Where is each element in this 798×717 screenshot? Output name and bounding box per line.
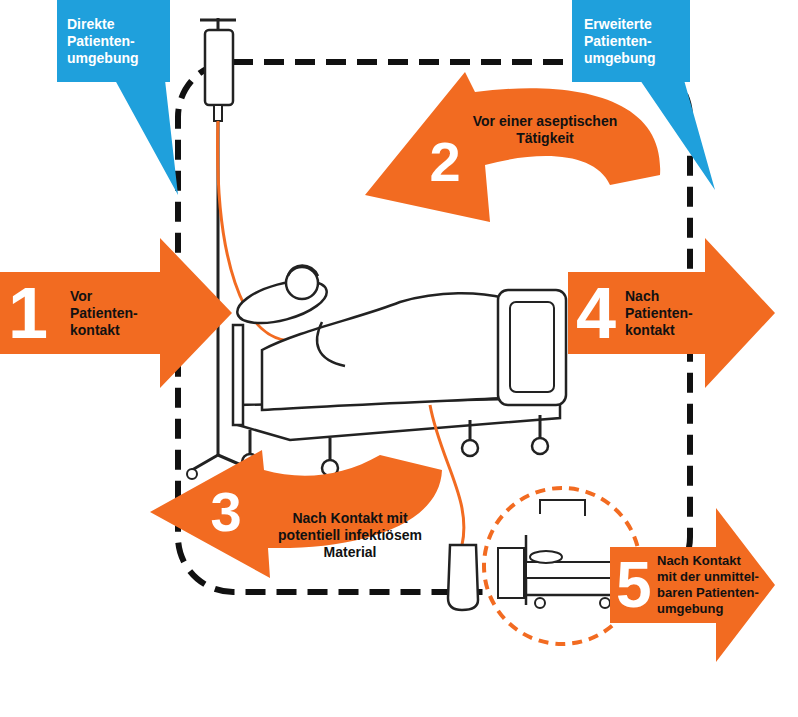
nightstand xyxy=(498,548,524,598)
moment-label: Nach Kontakt mit der unmittel- baren Pat… xyxy=(657,553,761,617)
callout-text: Erweiterte Patienten- umgebung xyxy=(584,16,684,67)
moment-arrow-fill xyxy=(365,72,660,222)
small-bed-base xyxy=(526,594,618,597)
moment-arrow-fill xyxy=(568,238,775,388)
moment-label: Nach Kontakt mit potentiell infektiösem … xyxy=(262,510,438,561)
patient-arm xyxy=(317,322,345,366)
patient-hair xyxy=(288,266,318,277)
wheel xyxy=(462,440,478,456)
small-bed-mattress xyxy=(526,562,618,578)
moment-label: Vor Patienten- kontakt xyxy=(70,288,152,339)
moment-number: 1 xyxy=(8,277,68,349)
bed-headboard xyxy=(233,325,243,425)
blanket xyxy=(262,293,505,410)
moment-arrow-fill xyxy=(0,238,232,388)
footboard-panel xyxy=(510,302,554,392)
moment-arrow-shape xyxy=(365,72,665,222)
zone-callout: Direkte Patienten- umgebung xyxy=(57,0,170,82)
moment-arrow: 1Vor Patienten- kontakt xyxy=(0,238,232,388)
small-pillow xyxy=(530,551,562,563)
moment-arrow: 2Vor einer aseptischen Tätigkeit xyxy=(365,72,665,222)
drip-chamber xyxy=(214,105,222,121)
wheel xyxy=(187,469,197,479)
zone-callout-fill xyxy=(57,0,178,195)
wheel xyxy=(532,438,548,454)
iv-hook xyxy=(200,19,236,22)
moment-arrow-fill xyxy=(610,508,775,662)
bed-footboard xyxy=(498,290,566,405)
zone-callout: Erweiterte Patienten- umgebung xyxy=(572,0,690,82)
wheel xyxy=(535,598,545,608)
moment-arrow: 3Nach Kontakt mit potentiell infektiösem… xyxy=(150,450,445,578)
moment-arrow: 5Nach Kontakt mit der unmittel- baren Pa… xyxy=(610,508,775,662)
wheel xyxy=(600,598,610,608)
moment-label: Nach Patienten- kontakt xyxy=(625,288,707,339)
moment-label: Vor einer aseptischen Tätigkeit xyxy=(465,113,625,147)
bed-trapeze xyxy=(540,500,585,516)
urine-bag xyxy=(448,545,478,610)
moment-number: 2 xyxy=(415,134,475,190)
moment-number: 3 xyxy=(196,484,256,540)
iv-bag xyxy=(205,30,233,105)
moment-arrow-fill xyxy=(150,450,442,578)
callout-text: Direkte Patienten- umgebung xyxy=(67,16,165,67)
bed-legs xyxy=(250,415,540,460)
moment-arrow: 4Nach Patienten- kontakt xyxy=(568,238,775,388)
